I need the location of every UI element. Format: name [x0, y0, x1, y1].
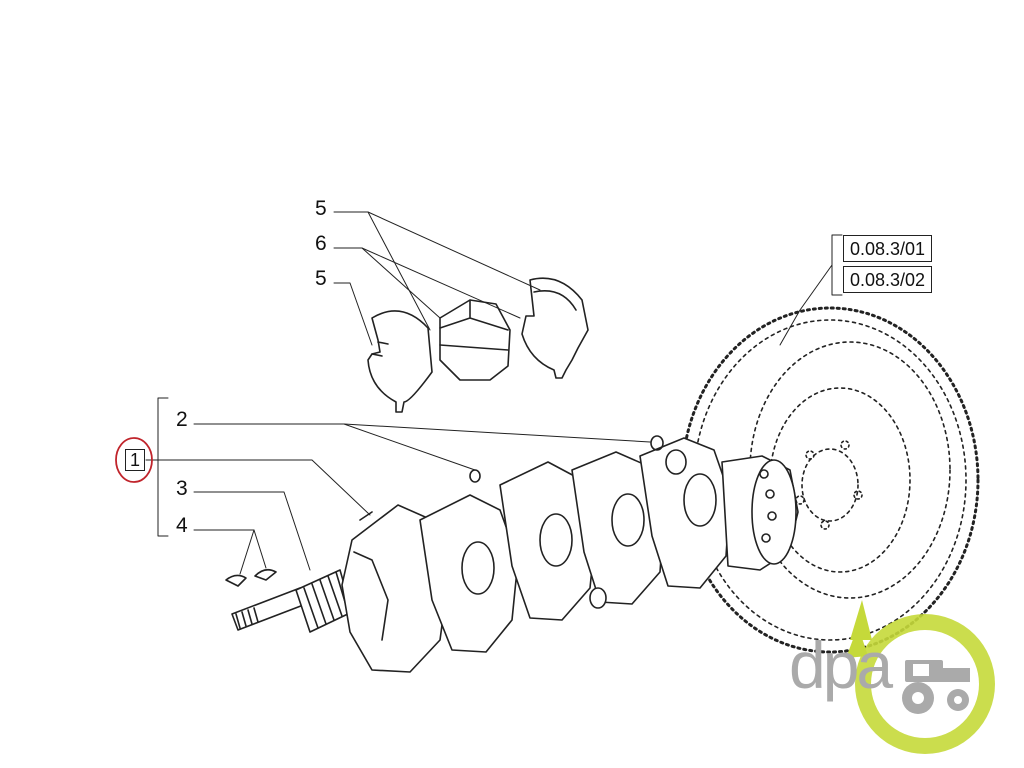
- callout-1: 1: [125, 449, 145, 471]
- main-bearing-shell: [439, 299, 511, 381]
- callout-3: 3: [176, 477, 188, 500]
- callout-5-bottom: 5: [315, 267, 327, 290]
- thrust-washer-right: [521, 277, 589, 379]
- dpa-logo-text: dpa: [789, 628, 893, 702]
- plug-2a: [469, 469, 481, 483]
- plug-2b: [650, 435, 664, 451]
- reference-box-2[interactable]: 0.08.3/02: [843, 266, 933, 293]
- leader-lines: [145, 211, 843, 575]
- callout-6: 6: [315, 232, 327, 255]
- highlight-circle: [115, 437, 153, 483]
- callout-2: 2: [176, 408, 188, 431]
- crankshaft: [231, 437, 799, 673]
- callout-4: 4: [176, 514, 188, 537]
- keys-4: [225, 568, 277, 587]
- thrust-washer-left: [367, 310, 433, 413]
- callout-5-top: 5: [315, 197, 327, 220]
- dpa-logo-emblem: [846, 600, 995, 754]
- reference-box-1[interactable]: 0.08.3/01: [843, 235, 933, 262]
